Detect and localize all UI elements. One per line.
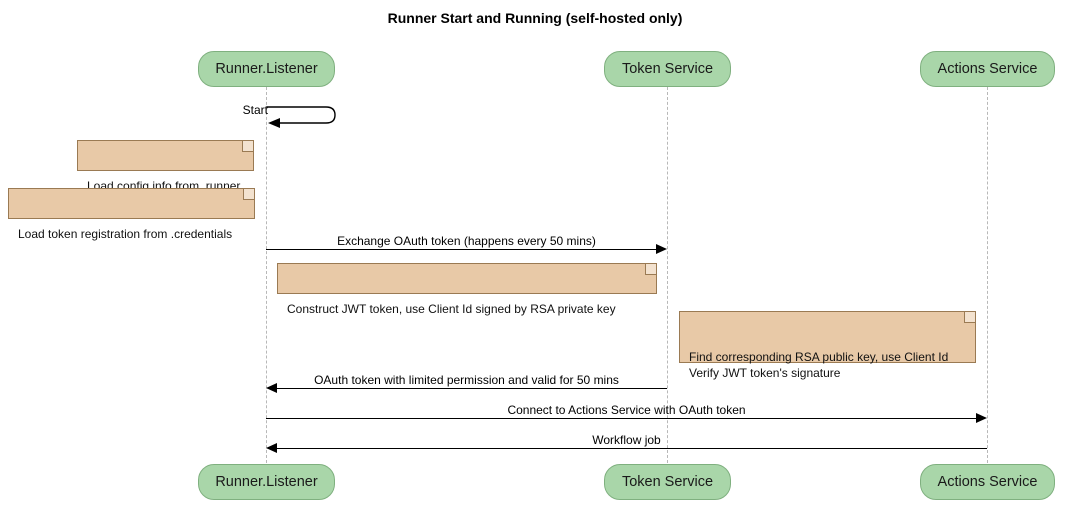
note-verify-jwt-signature: Find corresponding RSA public key, use C…: [679, 311, 976, 380]
participant-actions-service-top[interactable]: Actions Service: [920, 51, 1055, 87]
note-construct-jwt-token: Construct JWT token, use Client Id signe…: [277, 263, 657, 316]
lifeline-token-service: [667, 87, 668, 463]
note-dogear-icon: [243, 189, 254, 200]
arrowhead-left-icon: [266, 443, 277, 453]
message-line-exchange-oauth-token: [266, 249, 656, 250]
lifeline-runner-listener: [266, 87, 267, 463]
participant-token-service-top[interactable]: Token Service: [604, 51, 731, 87]
note-dogear-icon: [645, 264, 656, 275]
note-text: Load token registration from .credential…: [18, 227, 233, 241]
arrowhead-left-icon: [266, 383, 277, 393]
participant-runner-listener-top[interactable]: Runner.Listener: [198, 51, 335, 87]
message-label-connect-to-actions-service: Connect to Actions Service with OAuth to…: [507, 403, 746, 417]
lifeline-actions-service: [987, 87, 988, 463]
note-dogear-icon: [242, 141, 253, 152]
diagram-title: Runner Start and Running (self-hosted on…: [387, 10, 683, 26]
participant-runner-listener-bottom[interactable]: Runner.Listener: [198, 464, 335, 500]
message-label-start: Start: [242, 103, 268, 117]
note-text: Construct JWT token, use Client Id signe…: [287, 302, 616, 316]
message-line-connect-to-actions-service: [266, 418, 976, 419]
participant-token-service-bottom[interactable]: Token Service: [604, 464, 731, 500]
participant-actions-service-bottom[interactable]: Actions Service: [920, 464, 1055, 500]
arrowhead-right-icon: [656, 244, 667, 254]
message-line-oauth-token-returned: [277, 388, 667, 389]
message-label-exchange-oauth-token: Exchange OAuth token (happens every 50 m…: [337, 234, 596, 248]
note-dogear-icon: [964, 312, 975, 323]
arrowhead-right-icon: [976, 413, 987, 423]
note-load-token-registration: Load token registration from .credential…: [8, 188, 255, 241]
message-line-workflow-job: [277, 448, 987, 449]
message-label-oauth-token-returned: OAuth token with limited permission and …: [314, 373, 619, 387]
note-text: Find corresponding RSA public key, use C…: [689, 350, 949, 380]
self-message-start-arrow: [266, 104, 346, 130]
note-load-config-info: Load config info from .runner: [77, 140, 254, 193]
message-label-workflow-job: Workflow job: [592, 433, 661, 447]
